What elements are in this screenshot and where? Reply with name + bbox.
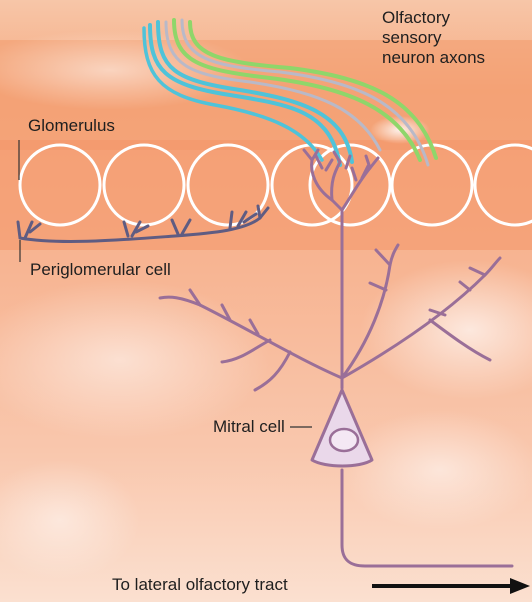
periglomerular-cell-label: Periglomerular cell bbox=[30, 260, 171, 280]
tissue-glow bbox=[340, 410, 532, 530]
glomerulus-label: Glomerulus bbox=[28, 116, 115, 136]
mitral-nucleus bbox=[330, 429, 358, 451]
olfactory-label-line3: neuron axons bbox=[382, 48, 485, 68]
lateral-olfactory-tract-label: To lateral olfactory tract bbox=[112, 575, 288, 595]
olfactory-label-line2: sensory bbox=[382, 28, 485, 48]
mitral-cell-label: Mitral cell bbox=[213, 417, 285, 437]
olfactory-label-line1: Olfactory bbox=[382, 8, 485, 28]
olfactory-axons-label: Olfactory sensory neuron axons bbox=[382, 8, 485, 68]
